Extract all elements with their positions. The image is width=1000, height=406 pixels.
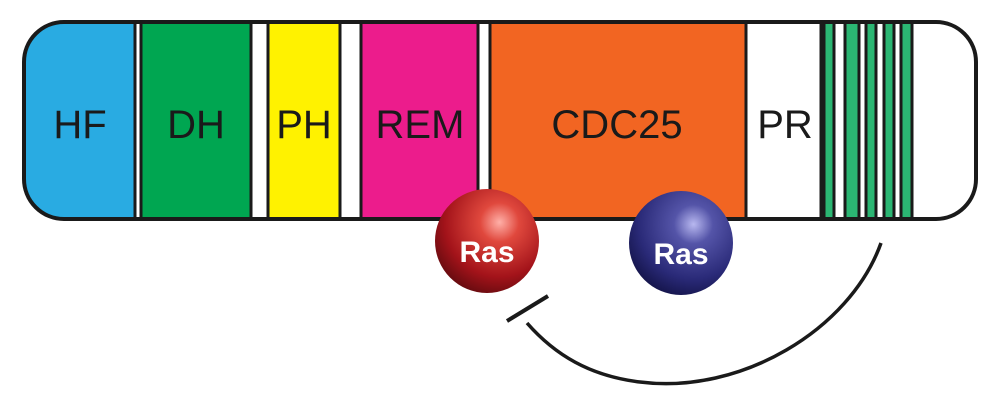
domain-dh-block [141, 22, 251, 219]
motif-stripe-5 [901, 22, 912, 219]
inhibition-bar [505, 294, 550, 323]
inhibition-arc [525, 242, 883, 386]
domain-hf-block [24, 22, 135, 219]
domain-rem-label: REM [376, 103, 465, 147]
domain-ph-label: PH [276, 103, 332, 147]
domain-rem-block [361, 22, 478, 219]
ras-allosteric-label: Ras [459, 236, 514, 269]
ras-catalytic-label: Ras [653, 238, 708, 271]
ras-catalytic-sphere [629, 191, 733, 295]
motif-stripe-3 [866, 22, 876, 219]
domain-dh-label: DH [167, 103, 225, 147]
domain-pr-label: PR [757, 103, 813, 147]
motif-stripe-2 [845, 22, 859, 219]
domain-hf-label: HF [53, 103, 106, 147]
domain-cdc25-block [490, 22, 746, 219]
domain-pr-block [749, 22, 821, 219]
domain-separators [133, 22, 914, 219]
motif-stripe-4 [884, 22, 894, 219]
domain-cdc25-label: CDC25 [551, 103, 682, 147]
protein-domains [24, 22, 914, 219]
motif-stripe-1 [824, 22, 834, 219]
domain-ph-block [268, 22, 340, 219]
ras-allosteric-sphere [435, 189, 539, 293]
